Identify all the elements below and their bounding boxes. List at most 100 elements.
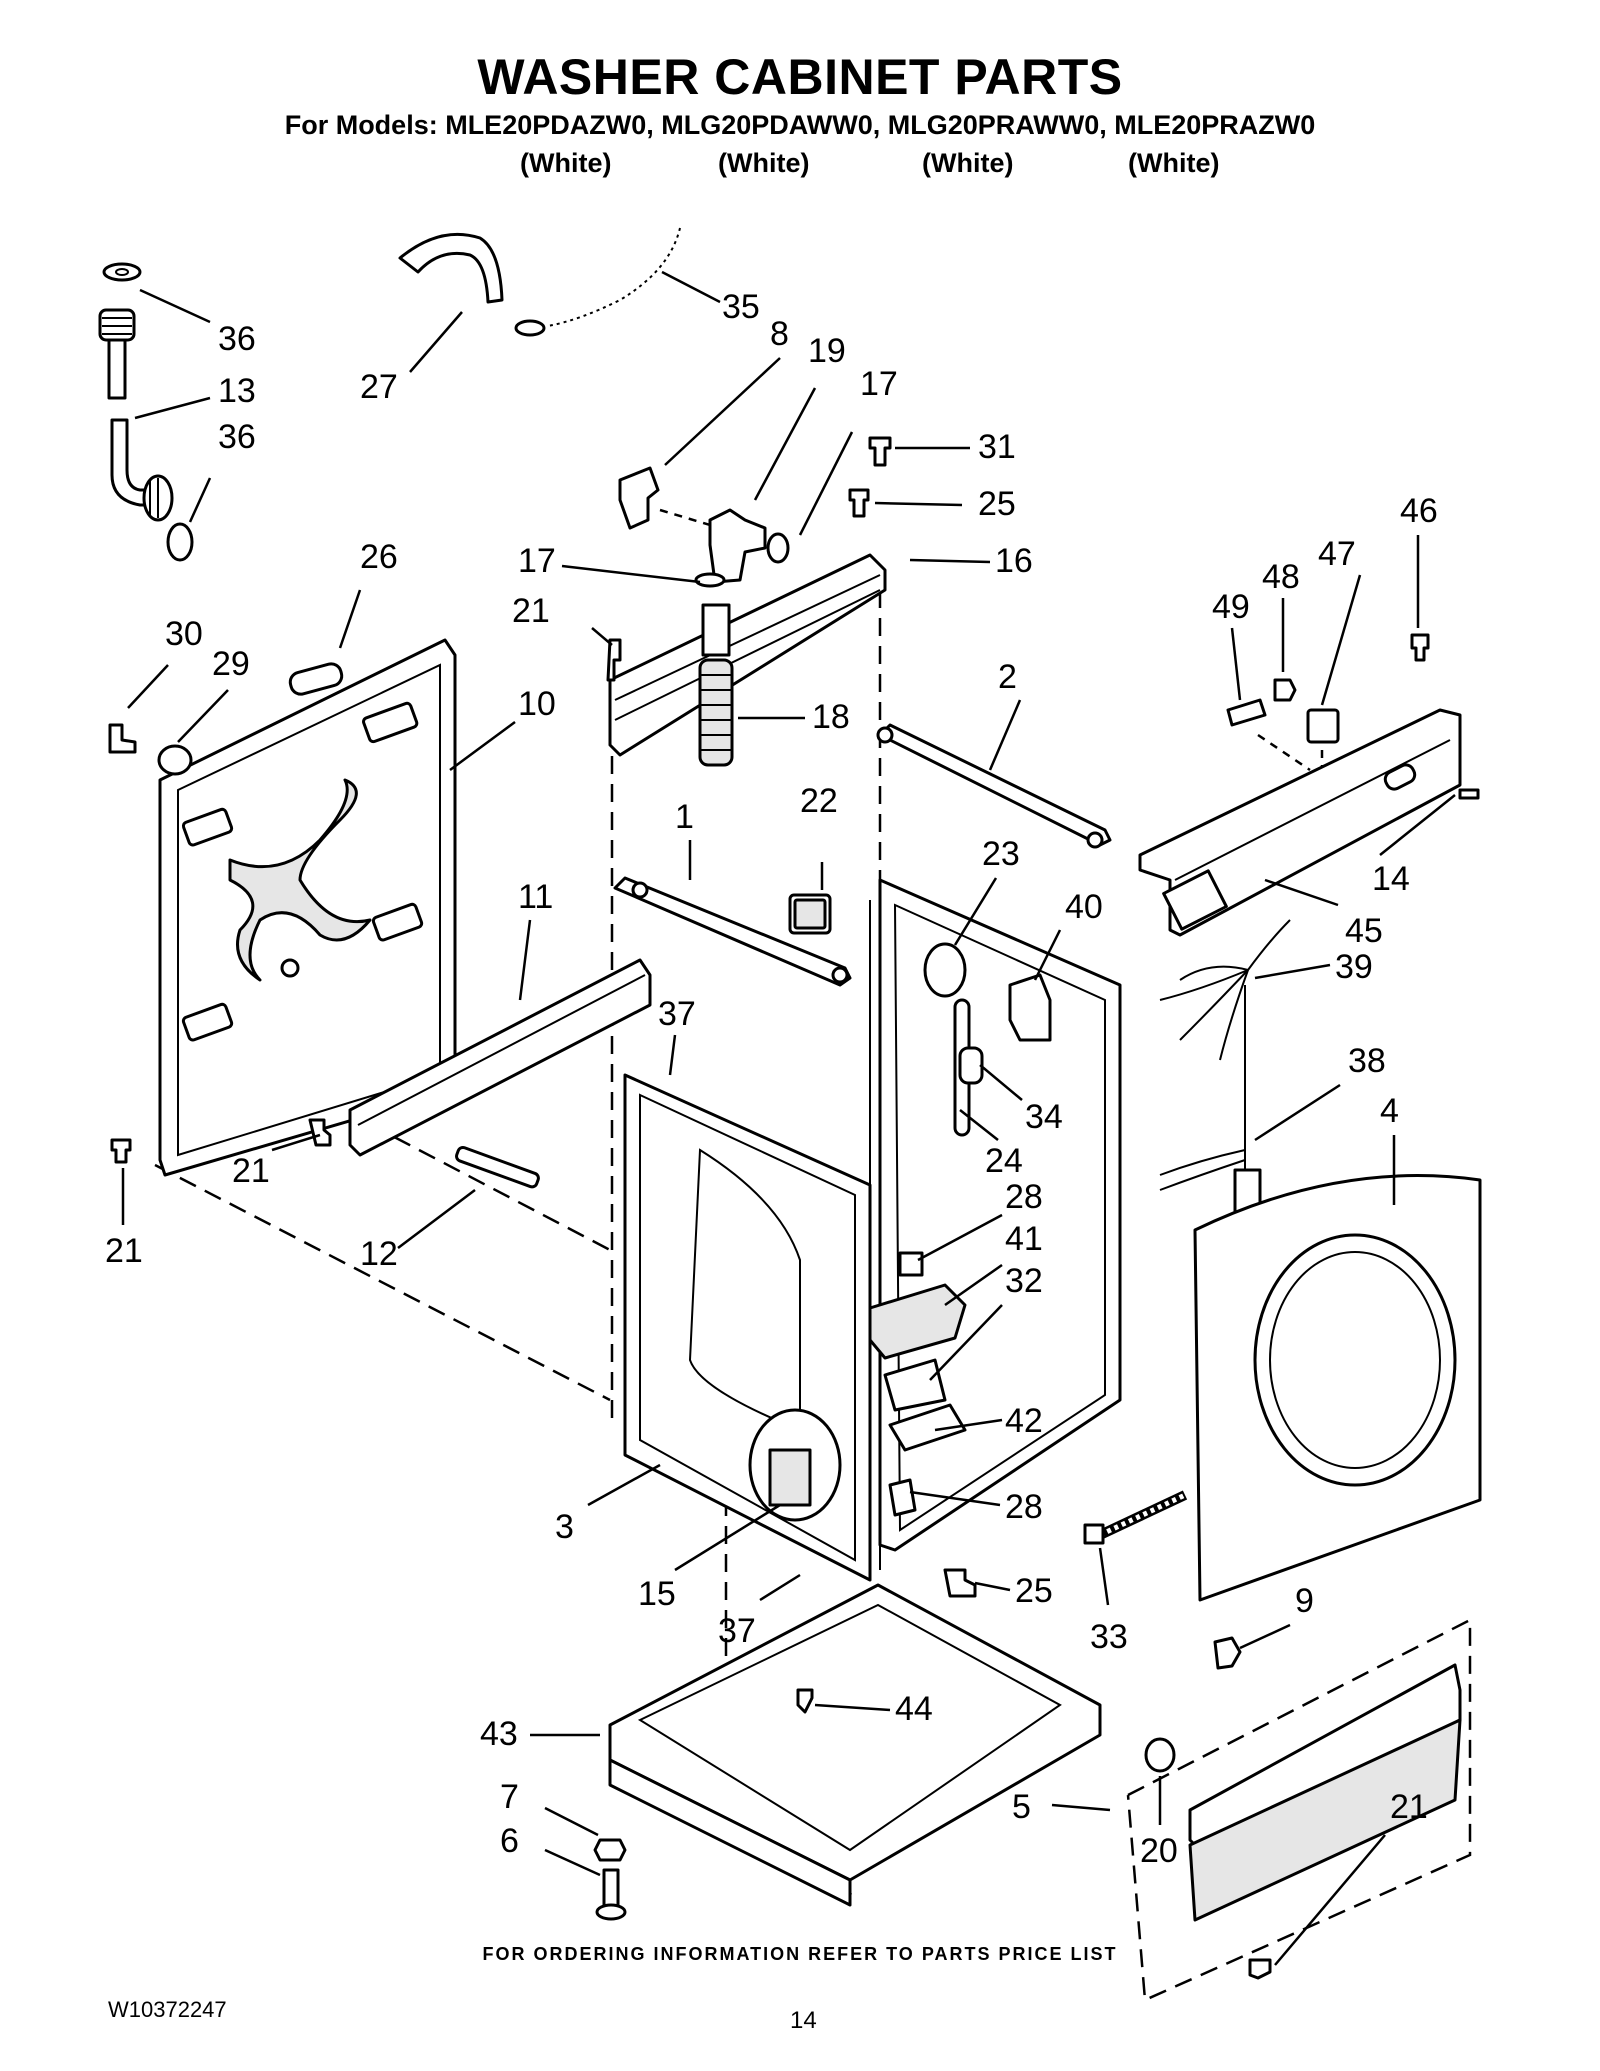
clip-29 [157, 744, 193, 776]
callout-21-a: 21 [512, 592, 550, 630]
model-color-2: (White) [718, 148, 810, 178]
elbow-19 [708, 508, 767, 584]
screw-31 [868, 436, 892, 467]
callout-6: 6 [500, 1822, 519, 1860]
tie-33 [1083, 1490, 1188, 1545]
callout-20: 20 [1140, 1832, 1178, 1870]
callout-1: 1 [675, 798, 694, 836]
connector-49 [1226, 698, 1267, 727]
console-frame-45 [1138, 708, 1462, 937]
callout-7: 7 [500, 1778, 519, 1816]
front-panel-3 [623, 1073, 872, 1582]
bracket-42 [888, 1403, 967, 1452]
fill-hose-13 [98, 308, 174, 522]
callout-19: 19 [808, 332, 846, 370]
callout-27: 27 [360, 368, 398, 406]
document-number: W10372247 [108, 1997, 227, 2022]
callout-48: 48 [1262, 558, 1300, 596]
screw-21-a [606, 638, 622, 682]
callout-34: 34 [1025, 1098, 1063, 1136]
callout-26: 26 [360, 538, 398, 576]
pin-14 [1458, 788, 1480, 800]
callout-18: 18 [812, 698, 850, 736]
nut-7 [593, 1838, 627, 1862]
bracket-47 [1306, 708, 1340, 744]
ordering-footer-note: FOR ORDERING INFORMATION REFER TO PARTS … [482, 1944, 1118, 1964]
model-color-4: (White) [1128, 148, 1220, 178]
callout-40: 40 [1065, 888, 1103, 926]
callout-21-c: 21 [105, 1232, 143, 1270]
callout-23: 23 [982, 835, 1020, 873]
board-32 [883, 1358, 947, 1412]
harness-39 [1159, 919, 1291, 1061]
callout-12: 12 [360, 1235, 398, 1273]
callout-17-a: 17 [860, 365, 898, 403]
switch-28-bottom [888, 1478, 917, 1517]
page-number: 14 [790, 2007, 817, 2034]
screw-25-top [848, 488, 870, 518]
screw-21-left [110, 1138, 132, 1164]
callout-25-a: 25 [978, 485, 1016, 523]
callout-30: 30 [165, 615, 203, 653]
rod-12 [455, 1145, 540, 1189]
callout-22: 22 [800, 782, 838, 820]
leg-6 [595, 1868, 627, 1921]
callout-43: 43 [480, 1715, 518, 1753]
grommet-26 [288, 662, 344, 696]
callout-47: 47 [1318, 535, 1356, 573]
callout-16: 16 [995, 542, 1033, 580]
callout-labels: 36 13 36 27 35 8 19 17 31 25 17 16 46 47… [105, 288, 1438, 1870]
vent-hose-18 [698, 603, 734, 767]
callout-31: 31 [978, 428, 1016, 466]
cabinet-side-right [869, 878, 1122, 1570]
callout-42: 42 [1005, 1402, 1043, 1440]
callout-9: 9 [1295, 1582, 1314, 1620]
models-subtitle: For Models: MLE20PDAZW0, MLG20PDAWW0, ML… [284, 110, 1316, 140]
hose-bracket-27 [398, 232, 504, 304]
screw-46 [1410, 633, 1430, 662]
screw-25-bottom [943, 1568, 977, 1598]
callout-13: 13 [218, 372, 256, 410]
hose-clamp-17 [694, 572, 726, 588]
callout-28-a: 28 [1005, 1178, 1043, 1216]
callout-36-bottom: 36 [218, 418, 256, 456]
callout-10: 10 [518, 685, 556, 723]
switch-28-top [898, 1251, 924, 1277]
brace-2 [878, 723, 1112, 847]
base-frame-43 [608, 1583, 1102, 1907]
callout-44: 44 [895, 1690, 933, 1728]
bracket-8 [618, 466, 660, 530]
callout-25-b: 25 [1015, 1572, 1053, 1610]
screw-30 [108, 723, 137, 754]
callout-14: 14 [1372, 860, 1410, 898]
callout-24: 24 [985, 1142, 1023, 1180]
callout-15: 15 [638, 1575, 676, 1613]
screw-48 [1273, 678, 1297, 702]
callout-17-b: 17 [518, 542, 556, 580]
washer-36-top [102, 262, 142, 282]
callout-29: 29 [212, 645, 250, 683]
leader-lines [121, 270, 1456, 1966]
callout-5: 5 [1012, 1788, 1031, 1826]
callout-46: 46 [1400, 492, 1438, 530]
toe-panel-5 [1188, 1663, 1462, 1922]
switch-22 [788, 893, 832, 935]
callout-45: 45 [1345, 912, 1383, 950]
page-title: WASHER CABINET PARTS [477, 49, 1123, 105]
callout-41: 41 [1005, 1220, 1043, 1258]
callout-36-top: 36 [218, 320, 256, 358]
model-color-1: (White) [520, 148, 612, 178]
capacitor-34 [958, 1046, 984, 1085]
callout-32: 32 [1005, 1262, 1043, 1300]
callout-33: 33 [1090, 1618, 1128, 1656]
callout-2: 2 [998, 658, 1017, 696]
cable-tie-35 [547, 227, 681, 327]
screw-21-toe [1248, 1958, 1272, 1980]
callout-49: 49 [1212, 588, 1250, 626]
callout-37-a: 37 [658, 995, 696, 1033]
callout-3: 3 [555, 1508, 574, 1546]
pressure-switch-23 [923, 942, 967, 998]
callout-28-b: 28 [1005, 1488, 1043, 1526]
washer-36-bottom [166, 522, 194, 562]
